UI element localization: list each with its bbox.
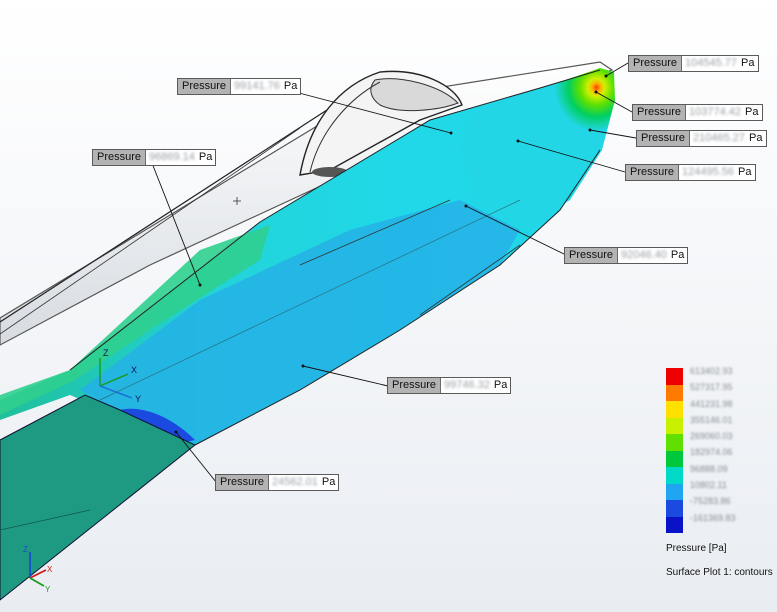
reference-triad: Z X Y [23, 545, 53, 594]
fuselage-lower-blue [80, 200, 520, 445]
probe-value: 92046.40 [621, 249, 667, 261]
canopy-frame [309, 81, 381, 173]
probe-unit: Pa [321, 476, 336, 488]
probe-label: Pressure [637, 131, 691, 146]
pressure-probe-6[interactable]: Pressure 96869.14 Pa [92, 149, 217, 166]
probe-value: 99746.32 [444, 379, 490, 391]
legend-swatch [666, 417, 683, 434]
legend-tick-label: 96888.09 [690, 463, 728, 474]
triad-y-label: Y [135, 394, 141, 404]
legend-tick-label: 527317.95 [690, 382, 733, 393]
legend-swatch [666, 401, 683, 418]
triad-x-label: X [131, 365, 137, 375]
probe-unit: Pa [493, 379, 508, 391]
legend-tick-label: 269060.03 [690, 431, 733, 442]
triad-z-label: Z [103, 348, 109, 358]
pressure-probe-2[interactable]: Pressure 103774.42 Pa [632, 104, 763, 121]
fuselage-outline [69, 69, 601, 446]
probe-unit: Pa [738, 166, 752, 178]
legend-tick-label: 441231.98 [690, 398, 733, 409]
probe-unit: Pa [198, 151, 213, 163]
legend-tick-label: 182974.06 [690, 447, 733, 458]
legend-swatch [666, 500, 683, 517]
pressure-probe-5[interactable]: Pressure 99141.76 Pa [177, 78, 302, 95]
probe-unit: Pa [283, 80, 298, 92]
probe-unit: Pa [741, 57, 755, 69]
legend-tick-label: -75283.86 [690, 496, 731, 507]
probe-value: 124495.56 [682, 166, 735, 178]
panel-line-1 [299, 199, 451, 266]
fuselage-top-edge-2 [0, 127, 301, 335]
wing-edge-line [0, 509, 91, 531]
pressure-probe-3[interactable]: Pressure 210465.27 Pa [636, 130, 767, 147]
ref-triad-z-label: Z [23, 545, 28, 554]
legend-tick-label: -161369.83 [690, 512, 736, 523]
nose-cone [460, 68, 615, 230]
probe-label: Pressure [216, 475, 270, 490]
probe-value: 99141.76 [234, 80, 280, 92]
probe-leader-lines [149, 62, 637, 483]
probe-label: Pressure [629, 56, 683, 71]
legend-tick-label: 355146.01 [690, 414, 733, 425]
pressure-probe-7[interactable]: Pressure 92046.40 Pa [564, 247, 689, 264]
pressure-probe-9[interactable]: Pressure 24562.01 Pa [215, 474, 340, 491]
legend-title: Pressure [Pa] [666, 543, 727, 554]
plot-title: Surface Plot 1: contours [666, 567, 773, 578]
probe-value: 103774.42 [689, 106, 742, 118]
pressure-probe-8[interactable]: Pressure 99746.32 Pa [387, 377, 512, 394]
legend-swatch [666, 384, 683, 401]
probe-points [174, 74, 608, 434]
legend-swatch [666, 434, 683, 451]
ref-triad-y-label: Y [45, 585, 51, 594]
probe-label: Pressure [633, 105, 687, 120]
probe-value: 104545.77 [685, 57, 738, 69]
probe-label: Pressure [565, 248, 619, 263]
legend-swatch [666, 483, 683, 500]
legend-swatch [666, 368, 683, 385]
pressure-probe-1[interactable]: Pressure 104545.77 Pa [628, 55, 759, 72]
canopy-opening [370, 78, 459, 112]
panel-line-3 [99, 199, 521, 401]
legend-swatch [666, 516, 683, 533]
ref-triad-x-label: X [47, 565, 53, 574]
probe-value: 24562.01 [272, 476, 318, 488]
probe-value: 96869.14 [149, 151, 195, 163]
wing [0, 394, 196, 601]
legend-swatch [666, 450, 683, 467]
probe-unit: Pa [745, 106, 759, 118]
panel-line-2 [419, 244, 521, 316]
probe-unit: Pa [670, 249, 685, 261]
probe-value: 210465.27 [693, 132, 746, 144]
legend-tick-label: 10802.11 [690, 480, 727, 491]
legend-swatch [666, 467, 683, 484]
probe-label: Pressure [626, 165, 680, 180]
legend-color-bar [666, 368, 683, 533]
origin-marker [233, 197, 241, 205]
legend-ticks: 613402.93 527317.95 441231.98 355146.01 2690… [690, 363, 736, 526]
fuselage-top-edge [0, 107, 331, 323]
probe-label: Pressure [93, 150, 147, 165]
probe-label: Pressure [178, 79, 232, 94]
model-triad: Z X Y [99, 348, 141, 404]
probe-label: Pressure [388, 378, 442, 393]
probe-unit: Pa [749, 132, 763, 144]
pressure-probe-4[interactable]: Pressure 124495.56 Pa [625, 164, 756, 181]
legend-tick-label: 613402.93 [690, 366, 733, 376]
